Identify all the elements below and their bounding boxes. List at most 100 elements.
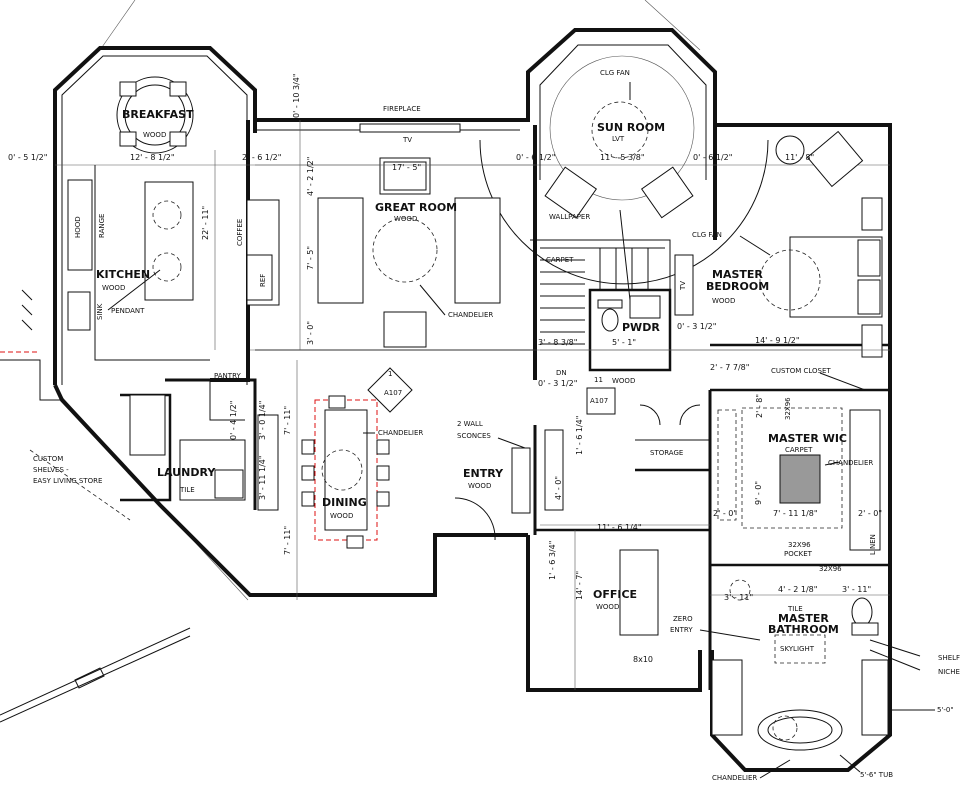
dim-3-11-a: 3' - 11" bbox=[724, 593, 753, 602]
tag-1: 1 bbox=[388, 370, 392, 378]
storage-label: STORAGE bbox=[650, 449, 683, 457]
custom-closet-label: CUSTOM CLOSET bbox=[771, 367, 831, 375]
tv-great-label: TV bbox=[402, 136, 412, 144]
dim-0-10-34: 0' - 10 3/4" bbox=[292, 73, 301, 118]
kitchen-floor: WOOD bbox=[102, 284, 125, 292]
dim-5-1: 5' - 1" bbox=[612, 338, 636, 347]
dim-7-11-18: 7' - 11 1/8" bbox=[773, 509, 818, 518]
dim-4-2-18: 4' - 2 1/8" bbox=[778, 585, 817, 594]
dim-22-11: 22' - 11" bbox=[201, 206, 210, 240]
tub-label: 5'-6" TUB bbox=[860, 771, 893, 779]
breakfast-dim: 12' - 8 1/2" bbox=[130, 153, 175, 162]
dim-14-9-half: 14' - 9 1/2" bbox=[755, 336, 800, 345]
chandelier-bath-label: CHANDELIER bbox=[712, 774, 757, 782]
custom-shelves-label-1: CUSTOM bbox=[33, 455, 63, 463]
pantry-label: PANTRY bbox=[214, 372, 241, 380]
ref-label: REF bbox=[259, 274, 267, 287]
master-bedroom-label-1: MASTER bbox=[712, 268, 763, 281]
master-bath-label-2: BATHROOM bbox=[768, 623, 839, 636]
master-wic-floor: CARPET bbox=[785, 446, 813, 454]
hood-label: HOOD bbox=[74, 216, 82, 238]
dim-2-0-b: 2' - 0" bbox=[858, 509, 882, 518]
clg-fan-bed-label: CLG FAN bbox=[692, 231, 722, 239]
zero-entry-label-2: ENTRY bbox=[670, 626, 693, 634]
dim-0-4-half: 0' - 4 1/2" bbox=[229, 401, 238, 440]
dim-9-0: 9' - 0" bbox=[754, 481, 763, 505]
dim-3-11-14: 3' - 11 1/4" bbox=[258, 455, 267, 500]
dining-floor: WOOD bbox=[330, 512, 353, 520]
sun-room-floor: LVT bbox=[612, 135, 625, 143]
wallpaper-label: WALLPAPER bbox=[549, 213, 590, 221]
pocket-label-2: POCKET bbox=[784, 550, 813, 558]
master-bath-label-1: MASTER bbox=[778, 612, 829, 625]
tag-11: 11 bbox=[594, 376, 603, 384]
dim-3-11-b: 3' - 11" bbox=[842, 585, 871, 594]
dim-3-8-38: 3' - 8 3/8" bbox=[538, 338, 577, 347]
laundry-floor: TILE bbox=[179, 486, 195, 494]
wood-pwdr-label: WOOD bbox=[612, 377, 635, 385]
dim-0-5-half: 0' - 5 1/2" bbox=[8, 153, 47, 162]
dim-11-5-38: 11' - 5 3/8" bbox=[600, 153, 645, 162]
dim-17-5: 17' - 5" bbox=[392, 163, 421, 172]
linen-label: LINEN bbox=[869, 534, 877, 555]
zero-entry-label-1: ZERO bbox=[673, 615, 693, 623]
chandelier-dining-label: CHANDELIER bbox=[378, 429, 423, 437]
dining-label: DINING bbox=[322, 496, 367, 509]
dim-2-8: 2' - 8" bbox=[755, 394, 764, 418]
master-bedroom-label-2: BEDROOM bbox=[706, 280, 769, 293]
dim-14-7: 14' - 7" bbox=[575, 571, 584, 600]
master-bath-floor: TILE bbox=[787, 605, 803, 613]
entry-label: ENTRY bbox=[463, 467, 504, 480]
office-label: OFFICE bbox=[593, 588, 637, 601]
clg-fan-sun-label: CLG FAN bbox=[600, 69, 630, 77]
dim-0-3-half-a: 0' - 3 1/2" bbox=[677, 322, 716, 331]
dim-1-6-34: 1' - 6 3/4" bbox=[548, 541, 557, 580]
niche-label: NICHE bbox=[938, 668, 960, 676]
range-label: RANGE bbox=[98, 214, 106, 238]
custom-shelves-label-3: EASY LIVING STORE bbox=[33, 477, 102, 485]
pocket-small-label: 32X96 bbox=[819, 565, 842, 573]
dim-0-3-half-b: 0' - 3 1/2" bbox=[538, 379, 577, 388]
shelf-label: SHELF bbox=[938, 654, 960, 662]
dim-3-0: 3' - 0" bbox=[306, 321, 315, 345]
dim-11-8: 11' - 8" bbox=[785, 153, 814, 162]
great-room-label: GREAT ROOM bbox=[375, 201, 457, 214]
pendant-label: PENDANT bbox=[111, 307, 145, 315]
breakfast-floor: WOOD bbox=[143, 131, 166, 139]
a107-tag-2: A107 bbox=[590, 397, 608, 405]
tv-bed-label: TV bbox=[679, 281, 687, 291]
chandelier-wic-label: CHANDELIER bbox=[828, 459, 873, 467]
a107-tag-1: A107 bbox=[384, 389, 402, 397]
pocket-wic-label: 32X96 bbox=[784, 397, 792, 420]
kitchen-label: KITCHEN bbox=[96, 268, 150, 281]
dim-2-6-half: 2' - 6 1/2" bbox=[242, 153, 281, 162]
dn-label: DN bbox=[556, 369, 567, 377]
dim-4-2-half: 4' - 2 1/2" bbox=[306, 157, 315, 196]
dim-3-0-14: 3' - 0 1/4" bbox=[258, 401, 267, 440]
carpet-stair-label: CARPET bbox=[546, 256, 574, 264]
dim-2-0-a: 2' - 0" bbox=[713, 509, 737, 518]
dim-1-6-14: 1' - 6 1/4" bbox=[575, 416, 584, 455]
master-bedroom-floor: WOOD bbox=[712, 297, 735, 305]
laundry-label: LAUNDRY bbox=[157, 466, 216, 479]
dim-7-11-a: 7' - 11" bbox=[283, 406, 292, 435]
five-zero-label: 5'-0" bbox=[937, 706, 954, 714]
chandelier-great-label: CHANDELIER bbox=[448, 311, 493, 319]
sink-label: SINK bbox=[96, 303, 104, 320]
fireplace-label: FIREPLACE bbox=[383, 105, 421, 113]
office-floor: WOOD bbox=[596, 603, 619, 611]
dim-7-5: 7' - 5" bbox=[306, 246, 315, 270]
office-size: 8x10 bbox=[633, 655, 653, 664]
skylight-label: SKYLIGHT bbox=[780, 645, 815, 653]
great-room-floor: WOOD bbox=[394, 215, 417, 223]
coffee-label: COFFEE bbox=[236, 219, 244, 246]
dim-0-6-half-a: 0' - 6 1/2" bbox=[516, 153, 555, 162]
dim-0-6-half-b: 0' - 6 1/2" bbox=[693, 153, 732, 162]
breakfast-label: BREAKFAST bbox=[122, 108, 194, 121]
master-wic-label: MASTER WIC bbox=[768, 432, 847, 445]
wall-sconces-label-1: 2 WALL bbox=[457, 420, 483, 428]
dim-7-11-b: 7' - 11" bbox=[283, 526, 292, 555]
pwdr-label: PWDR bbox=[622, 321, 660, 334]
pocket-label-1: 32X96 bbox=[788, 541, 811, 549]
